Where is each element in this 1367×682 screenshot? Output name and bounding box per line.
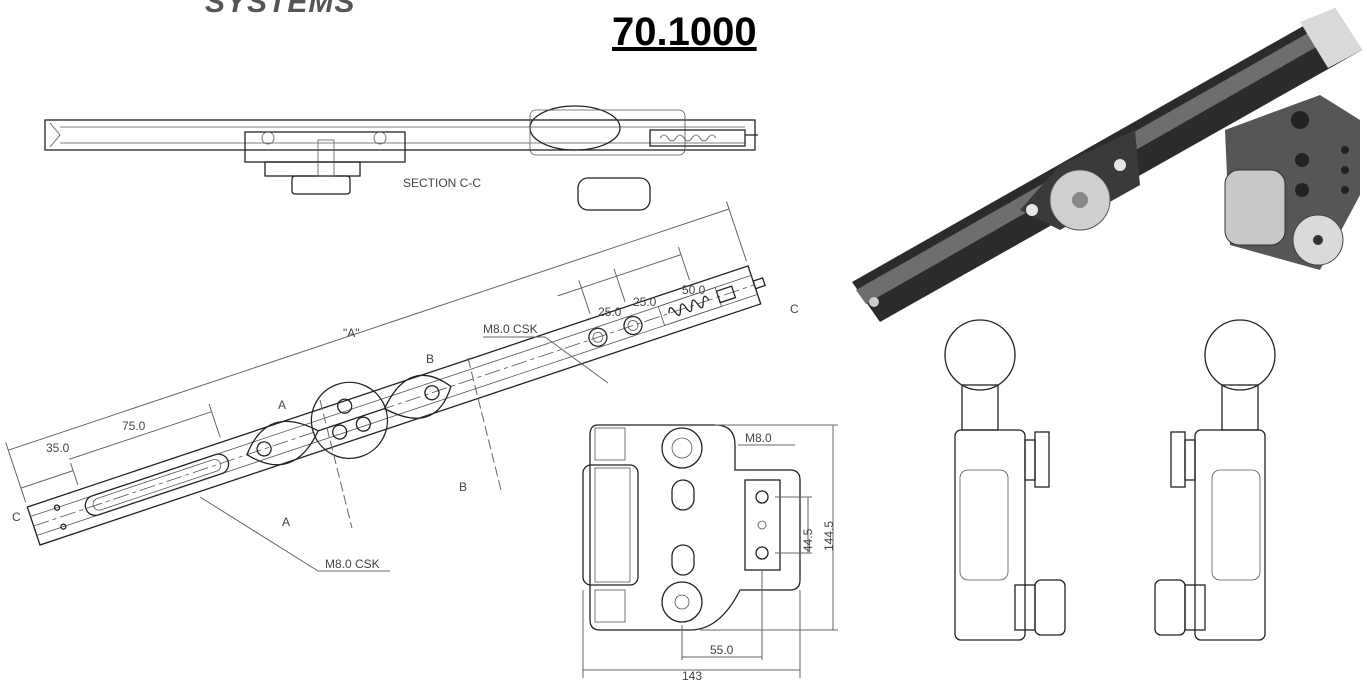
section-mark-c-right: C [790, 302, 799, 316]
dim-overall-a: "A" [343, 326, 360, 340]
dim-50: 50.0 [682, 283, 706, 297]
part-number-title: 70.1000 [612, 10, 757, 54]
dim-25-second: 25.0 [633, 295, 657, 309]
section-view: SECTION C-C [44, 105, 758, 211]
section-label: SECTION C-C [403, 176, 481, 190]
dim-35: 35.0 [46, 441, 70, 455]
dim-25-first: 25.0 [598, 305, 622, 319]
plan-view: 35.0 75.0 "A" 25.0 25.0 50.0 M8.0 CSK M8… [5, 201, 799, 572]
section-mark-c-left: C [12, 510, 21, 524]
callout-csk-bottom: M8.0 CSK [325, 557, 380, 571]
dim-144-5: 144.5 [822, 521, 836, 551]
dim-143: 143 [682, 669, 702, 682]
section-mark-a-top: A [278, 398, 286, 412]
dim-44-5: 44.5 [801, 528, 815, 552]
section-mark-b-bottom: B [459, 480, 467, 494]
side-view-right [1154, 319, 1276, 641]
bracket-view: M8.0 44.5 144.5 55.0 143 [582, 424, 838, 682]
dim-55: 55.0 [710, 643, 734, 657]
callout-csk-top: M8.0 CSK [483, 322, 538, 336]
dim-75: 75.0 [122, 419, 146, 433]
brand-logo-text: SYSTEMS [205, 0, 356, 19]
side-view-left [944, 319, 1066, 641]
section-mark-a-bottom: A [282, 515, 290, 529]
section-mark-b-top: B [426, 352, 434, 366]
product-render [852, 8, 1362, 322]
hole-label-m8: M8.0 [745, 431, 772, 445]
